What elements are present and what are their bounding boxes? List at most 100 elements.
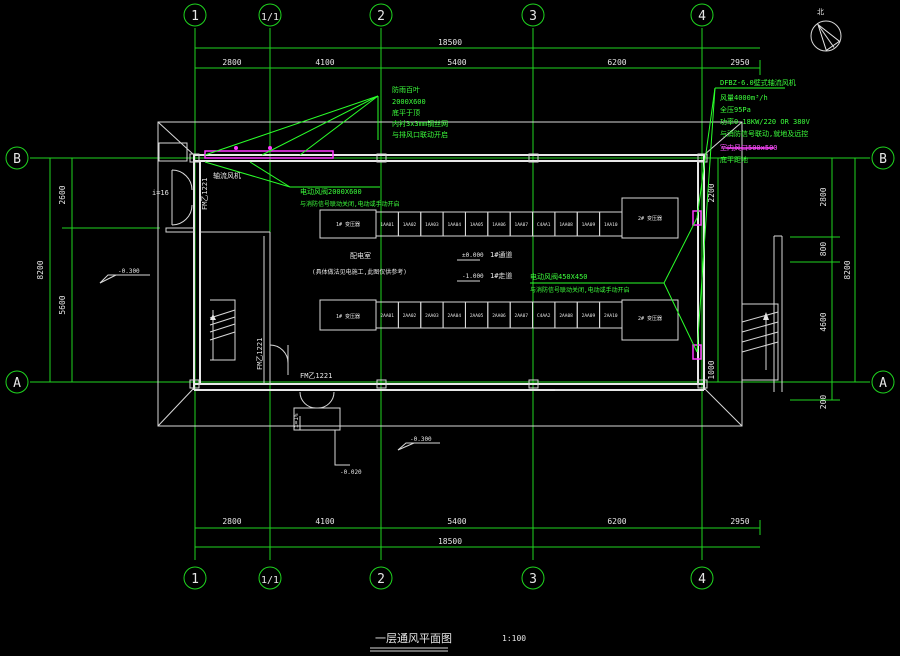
room-name: 配电室 [350, 251, 371, 260]
axis-bubbles-side: B A B A [5, 146, 895, 394]
cabinet-label: 2AA08 [559, 313, 573, 319]
cabinet-label: 1AA06 [492, 222, 506, 228]
cabinet-label: 1AA03 [425, 222, 439, 228]
cabinet-label: C4AA1 [537, 222, 551, 228]
cabinet-label: 1AA02 [403, 222, 417, 228]
callout-text: 功率0.18KW/220 OR 380V [720, 117, 811, 126]
callout-text: 2000X600 [392, 98, 426, 106]
elev-text: -1.000 [462, 273, 484, 280]
axis-bubbles-top: 1 1/1 2 3 4 [183, 3, 714, 27]
dim-text: 6200 [607, 58, 626, 67]
axis-label: 2 [377, 9, 385, 24]
callout-text: 电动风阀2000X600 [300, 187, 362, 196]
axis-label: 2 [377, 572, 385, 587]
dim-text: 18500 [438, 38, 462, 47]
callout-text: 与消防信号联动关闭,电动或手动开启 [530, 286, 630, 294]
axis-lines [30, 28, 870, 560]
dim-text: 5600 [58, 295, 67, 314]
leader-lines [204, 87, 785, 353]
dim-text: 2600 [58, 185, 67, 204]
callout-text: 室内风口500x500 [720, 143, 778, 152]
elev-text: -0.300 [118, 268, 140, 275]
axis-label: 3 [529, 9, 537, 24]
callout-damper-1: 电动风阀2000X600 与消防信号联动关闭,电动或手动开启 [300, 187, 400, 208]
dim-text: 2950 [730, 58, 749, 67]
cabinet-label: 1AA05 [470, 222, 484, 228]
stairs-right [741, 235, 783, 392]
elev-text: ±0.000 [462, 252, 484, 259]
dim-text: 18500 [438, 537, 462, 546]
cabinet-label: 1AA10 [604, 222, 618, 228]
cabinet-label: 1AA07 [515, 222, 529, 228]
drawing-title: 一层通风平面图 1:100 [370, 632, 526, 652]
dim-text: 2800 [222, 58, 241, 67]
callout-text: 电动风阀450X450 [530, 272, 588, 281]
dim-text: 5400 [447, 517, 466, 526]
stairs-left [209, 299, 236, 361]
dim-text: 2800 [819, 187, 828, 206]
callout-louver: 防雨百叶 2000X600 底平于顶 内衬3x3mm钢丝网 与排风口联动开启 [392, 85, 448, 139]
dim-text: 2800 [222, 517, 241, 526]
door-label: FM乙1221 [300, 372, 332, 380]
door-internal: FM乙1221 [256, 338, 289, 375]
elev-text: -0.020 [340, 469, 362, 476]
room-note: (具体做法见电施工,此图仅供参考) [312, 268, 407, 276]
cabinet-label: 2AA01 [380, 313, 394, 319]
cabinet-label: 1AA08 [559, 222, 573, 228]
fan-label: 轴流风机 [213, 171, 241, 180]
room-label: 1#走道 [490, 271, 512, 280]
callout-text: 与消防信号联动关闭,电动或手动开启 [300, 200, 400, 208]
cabinet-cells: 1AA01 1AA02 1AA03 1AA04 1AA05 1AA06 1AA07 C4AA1… [375, 211, 623, 237]
cabinet-label: 2AA03 [425, 313, 439, 319]
dim-text: 8200 [36, 260, 45, 279]
cabinet-label: C4AA2 [537, 313, 551, 319]
callout-text: DFBZ-6.0壁式轴流风机 [720, 78, 796, 87]
title-text: 一层通风平面图 [375, 632, 452, 645]
cabinet-cell [599, 301, 623, 329]
cabinet-label: 2AA09 [582, 313, 596, 319]
callout-text: 底平于顶 [392, 108, 420, 117]
dim-text: 1000 [707, 360, 716, 379]
axis-label: 4 [698, 572, 706, 587]
dim-text: 5400 [447, 58, 466, 67]
cabinet-cell [599, 211, 623, 237]
dim-text: 800 [819, 242, 828, 257]
dimensions-left: 2600 5600 8200 [36, 158, 160, 382]
elev-text: -0.300 [410, 436, 432, 443]
building-walls [157, 121, 743, 427]
elevation-marks: -0.300 -0.300 -0.020 [99, 268, 440, 476]
dim-text: 2200 [707, 183, 716, 202]
dim-text: 6200 [607, 517, 626, 526]
cabinet-label: 1AA01 [380, 222, 394, 228]
cabinet-label: 1# 变压器 [336, 221, 360, 228]
axis-label: 1/1 [261, 12, 279, 23]
callout-fan-spec: DFBZ-6.0壁式轴流风机 风量4000m³/h 全压95Pa 功率0.18K… [720, 78, 811, 164]
callout-damper-2: 电动风阀450X450 与消防信号联动关闭,电动或手动开启 [530, 272, 630, 294]
axis-bubbles-bottom: 1 1/1 2 3 4 [183, 566, 714, 590]
cabinet-label: 1AA04 [448, 222, 462, 228]
callout-text: 与排风口联动开启 [392, 130, 448, 139]
cabinet-label: 1AA09 [582, 222, 596, 228]
dim-text: 4100 [315, 58, 334, 67]
north-arrow: 北 [810, 8, 842, 52]
north-label: 北 [817, 8, 824, 16]
cabinet-label: 1# 变压器 [336, 313, 360, 320]
cabinet-label: 2AA02 [403, 313, 417, 319]
cabinet-label: 2AA06 [492, 313, 506, 319]
dim-text: 8200 [843, 260, 852, 279]
cabinet-label: 2# 变压器 [638, 215, 662, 222]
dim-text: 2950 [730, 517, 749, 526]
door-label: FM乙1221 [256, 338, 264, 370]
callout-text: 与消防信号联动,就地及远控 [720, 129, 808, 138]
callout-text: 防雨百叶 [392, 85, 420, 94]
dim-text: 4100 [315, 517, 334, 526]
room-label: 1#通道 [490, 250, 512, 259]
cabinet-label: 2AA04 [448, 313, 462, 319]
axis-label: 1 [191, 572, 199, 587]
svg-text:i=1%: i=1% [293, 413, 300, 428]
callout-text: 风量4000m³/h [720, 94, 768, 102]
